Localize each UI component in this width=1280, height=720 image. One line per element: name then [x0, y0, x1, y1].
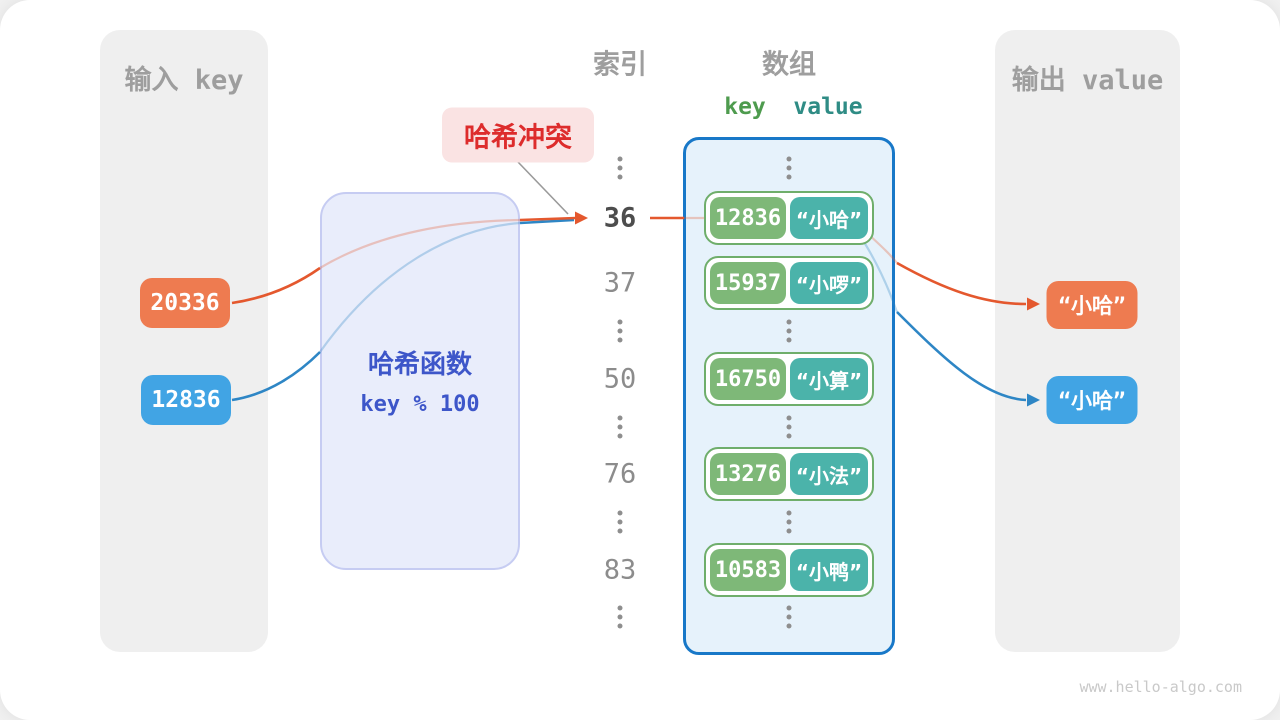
array-pair-15937: 15937 “小啰”: [704, 256, 874, 310]
output-value-orange: “小哈”: [1046, 281, 1138, 329]
input-panel-title: 输入 key: [124, 65, 244, 96]
array-value-header: value: [793, 94, 863, 120]
pair-value: “小算”: [790, 358, 868, 400]
ellipsis-icon: [786, 415, 792, 439]
index-row-37: 37: [603, 267, 637, 299]
ellipsis-icon: [617, 319, 623, 343]
input-panel: 输入 key: [100, 30, 268, 652]
index-column-title: 索引: [593, 49, 647, 81]
ellipsis-icon: [786, 510, 792, 534]
pair-value: “小法”: [790, 453, 868, 495]
hash-function-box: 哈希函数 key % 100: [320, 192, 520, 570]
output-panel: 输出 value: [995, 30, 1180, 652]
array-pair-10583: 10583 “小鸭”: [704, 543, 874, 597]
index-row-36: 36: [603, 202, 637, 234]
ellipsis-icon: [617, 510, 623, 534]
index-row-50: 50: [603, 363, 637, 395]
pair-value: “小啰”: [790, 262, 868, 304]
ellipsis-icon: [786, 319, 792, 343]
ellipsis-icon: [617, 415, 623, 439]
output-panel-title: 输出 value: [1011, 65, 1164, 96]
pair-key: 10583: [710, 549, 786, 591]
pair-value: “小哈”: [790, 197, 868, 239]
pair-key: 16750: [710, 358, 786, 400]
pair-value: “小鸭”: [790, 549, 868, 591]
input-key-12836: 12836: [141, 375, 231, 425]
ellipsis-icon: [617, 156, 623, 180]
array-pair-16750: 16750 “小算”: [704, 352, 874, 406]
ellipsis-icon: [786, 156, 792, 180]
pair-key: 12836: [710, 197, 786, 239]
ellipsis-icon: [786, 605, 792, 629]
watermark: www.hello-algo.com: [1079, 678, 1242, 696]
array-pair-13276: 13276 “小法”: [704, 447, 874, 501]
array-key-header: key: [724, 94, 766, 120]
pair-key: 13276: [710, 453, 786, 495]
hash-collision-label: 哈希冲突: [442, 107, 594, 163]
array-pair-12836: 12836 “小哈”: [704, 191, 874, 245]
index-row-76: 76: [603, 458, 637, 490]
array-column-title: 数组: [762, 49, 816, 81]
index-row-83: 83: [603, 554, 637, 586]
hash-function-formula: key % 100: [360, 392, 480, 417]
input-key-20336: 20336: [140, 278, 230, 328]
output-value-blue: “小哈”: [1046, 376, 1138, 424]
hash-function-title: 哈希函数: [367, 350, 472, 380]
pair-key: 15937: [710, 262, 786, 304]
ellipsis-icon: [617, 605, 623, 629]
